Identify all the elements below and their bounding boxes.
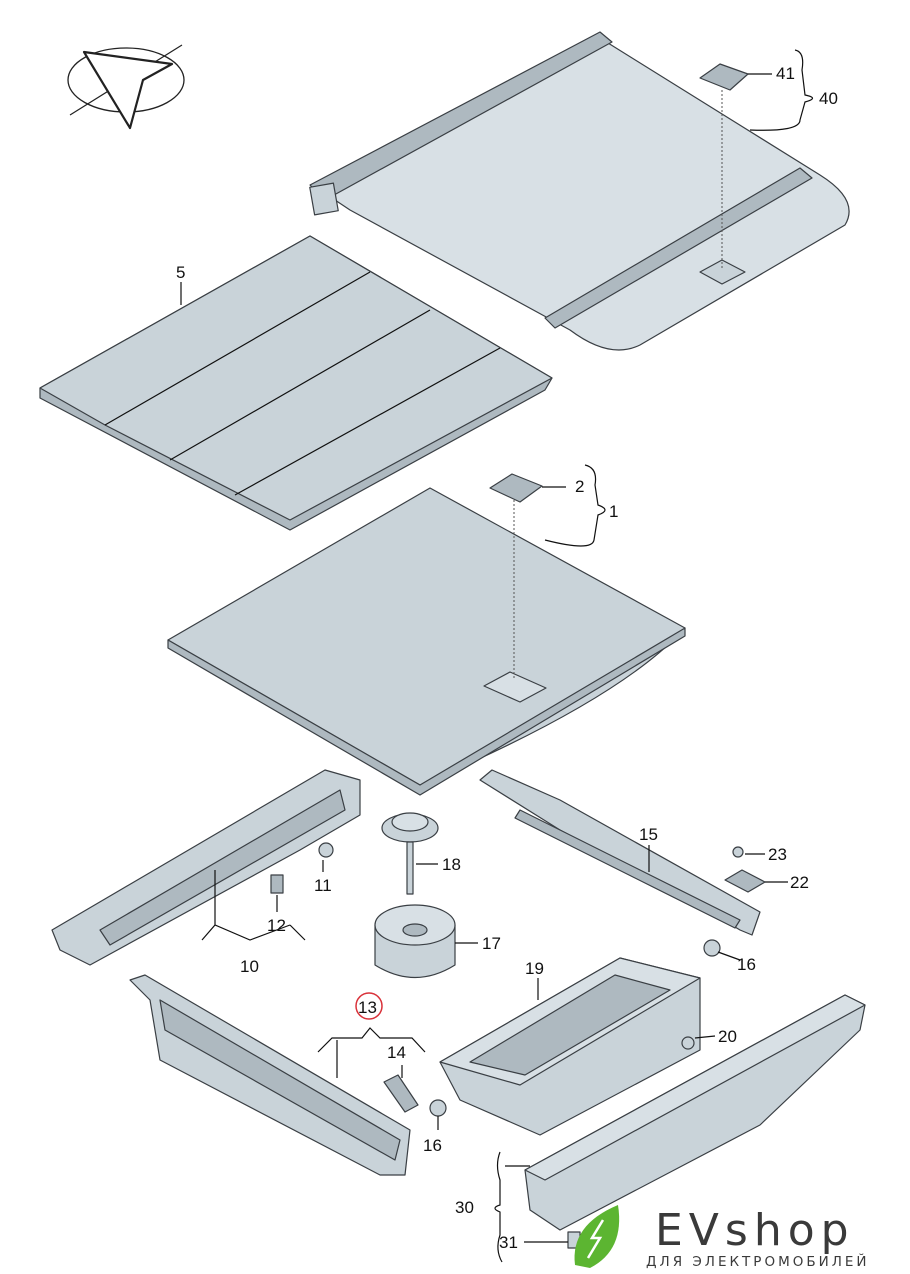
leaf-icon xyxy=(574,1205,620,1268)
callout-17: 17 xyxy=(482,934,501,953)
side-trim-part-10 xyxy=(51,769,361,966)
callout-30: 30 xyxy=(455,1198,474,1217)
callout-22: 22 xyxy=(790,873,809,892)
callout-15: 15 xyxy=(639,825,658,844)
callout-1: 1 xyxy=(609,502,618,521)
storage-box-part-19 xyxy=(439,957,701,1136)
cap-part-2 xyxy=(489,473,543,503)
orientation-symbol-icon xyxy=(67,44,185,130)
luggage-cover-part-40 xyxy=(309,31,850,351)
callout-5: 5 xyxy=(176,263,185,282)
callout-40: 40 xyxy=(819,89,838,108)
callout-13: 13 xyxy=(358,998,377,1017)
clip-part-12 xyxy=(270,874,284,894)
screw-part-23 xyxy=(732,846,744,858)
brand-tagline: ДЛЯ ЭЛЕКТРОМОБИЛЕЙ xyxy=(646,1252,870,1270)
brand-name: EVshop xyxy=(655,1205,855,1256)
callout-23: 23 xyxy=(768,845,787,864)
bracket-part-22 xyxy=(724,869,766,893)
callout-20: 20 xyxy=(718,1027,737,1046)
evshop-logo: EVshop ДЛЯ ЭЛЕКТРОМОБИЛЕЙ xyxy=(574,1205,870,1270)
screw-part-20 xyxy=(681,1036,695,1050)
wing-nut-part-18 xyxy=(381,812,439,895)
load-sill-trim-part-13 xyxy=(129,974,411,1176)
callout-31: 31 xyxy=(499,1233,518,1252)
callout-14: 14 xyxy=(387,1043,406,1062)
clip-part-16-left xyxy=(429,1099,447,1117)
highlight-circle xyxy=(355,992,383,1020)
sill-panel-part-30 xyxy=(524,994,866,1231)
bolt-icon xyxy=(586,1219,605,1259)
floor-panel-part-1 xyxy=(167,487,686,796)
cap-part-41 xyxy=(699,63,749,91)
callout-10: 10 xyxy=(240,957,259,976)
callout-41: 41 xyxy=(776,64,795,83)
callout-2: 2 xyxy=(575,477,584,496)
folding-floor-panel-part-5 xyxy=(39,235,553,531)
callout-18: 18 xyxy=(442,855,461,874)
clip-part-11 xyxy=(318,842,334,858)
callout-12: 12 xyxy=(267,916,286,935)
spacer-part-17 xyxy=(374,904,456,979)
cover-part-14 xyxy=(383,1074,419,1113)
callout-11: 11 xyxy=(314,876,332,895)
callout-16-left: 16 xyxy=(423,1136,442,1155)
side-trim-part-15 xyxy=(479,769,761,936)
callout-16-right: 16 xyxy=(737,955,756,974)
clip-part-16 xyxy=(703,939,721,957)
callout-19: 19 xyxy=(525,959,544,978)
